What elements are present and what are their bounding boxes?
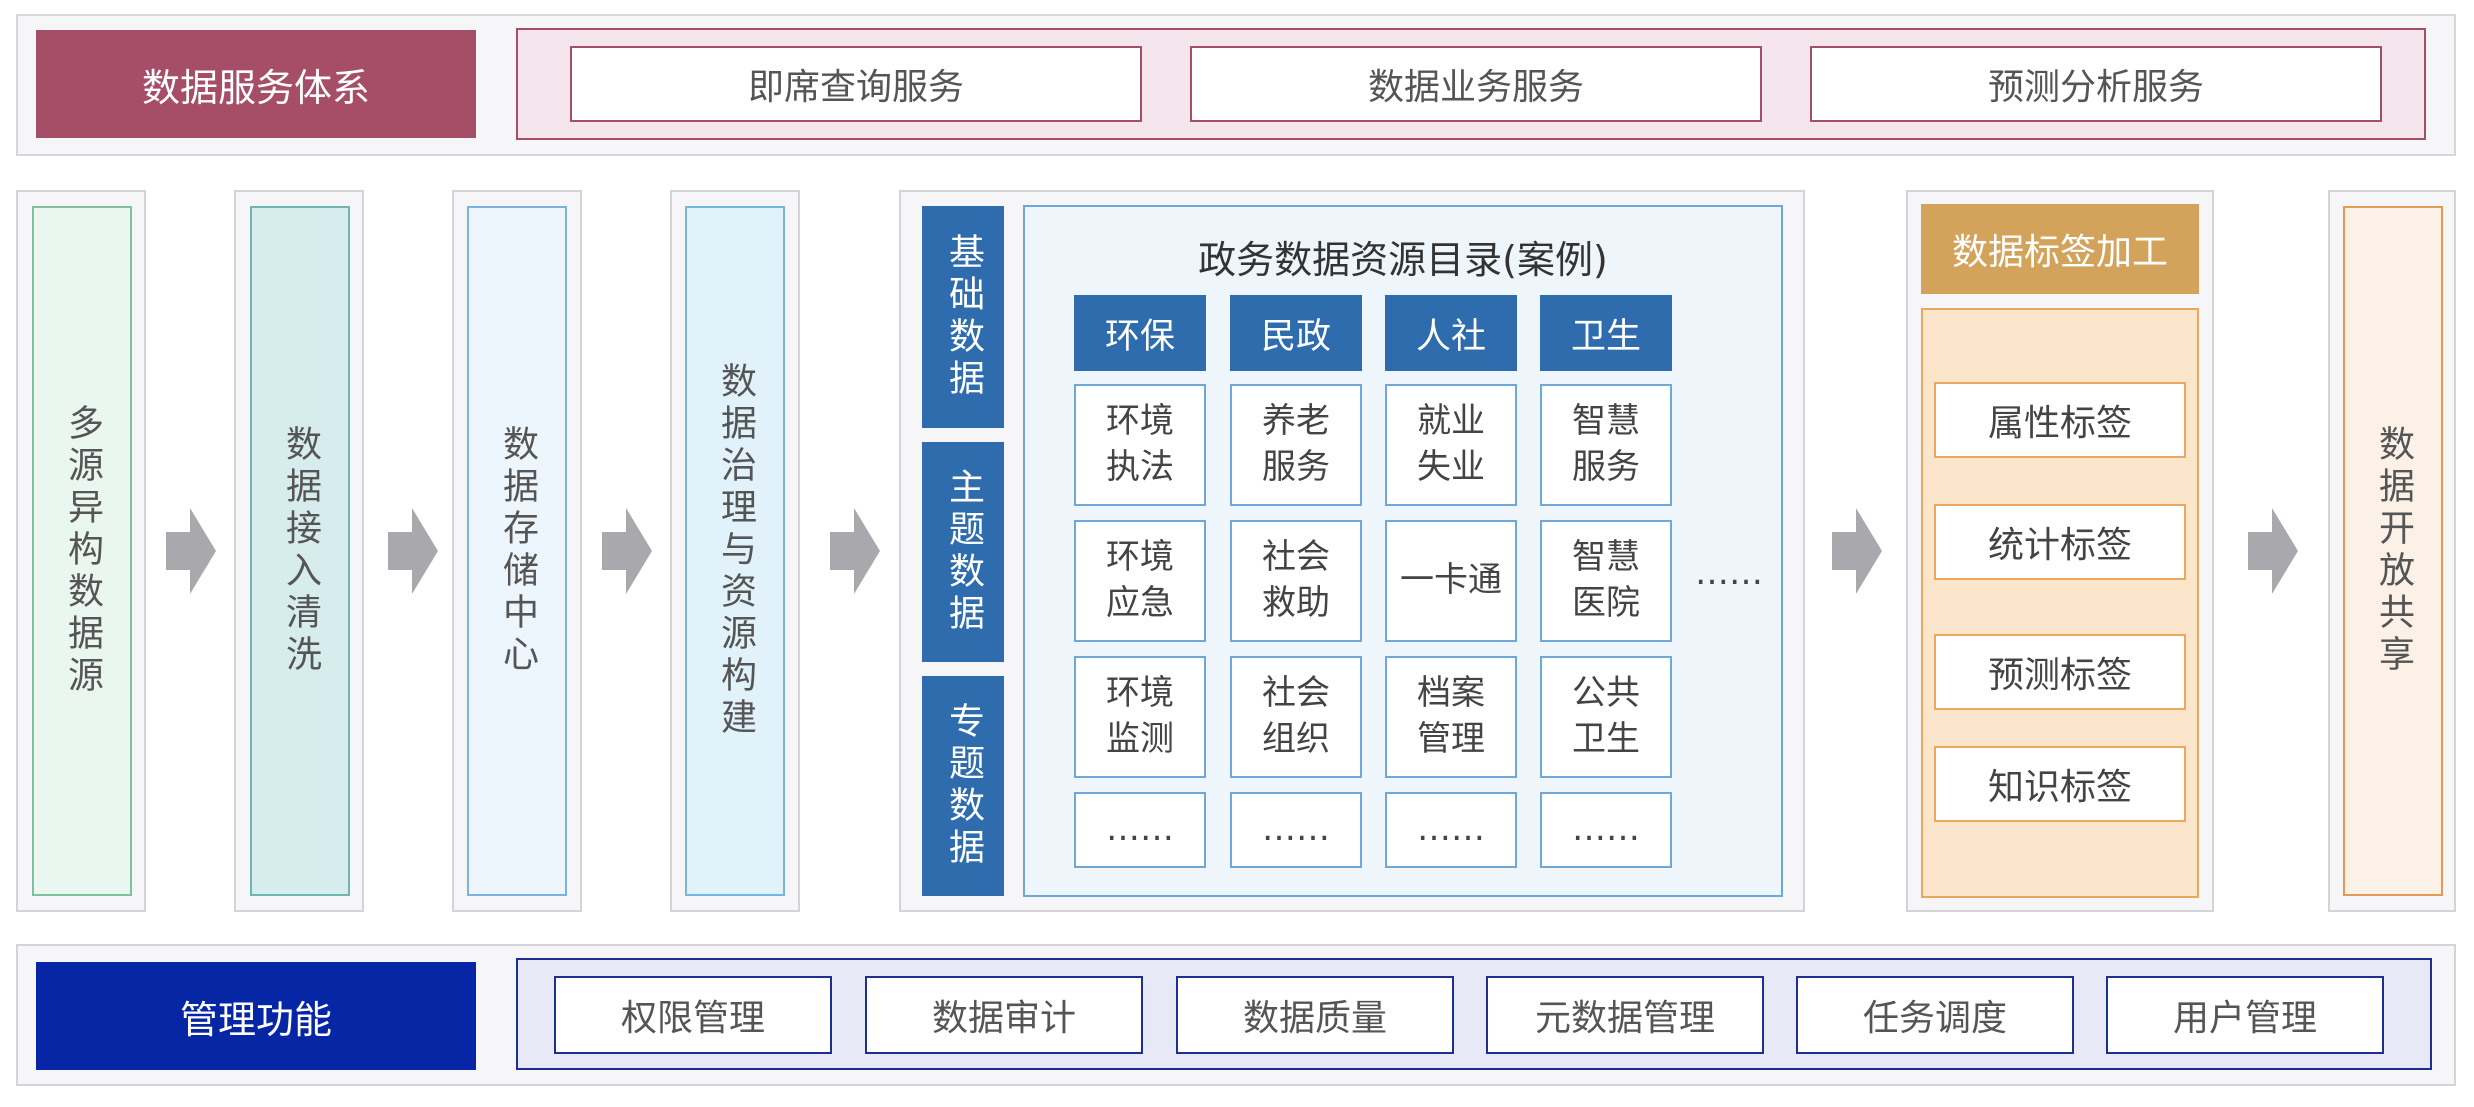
data-open-share: 数据开放共享 [2343, 206, 2443, 896]
mgmt-quality: 数据质量 [1176, 976, 1454, 1054]
catalog-cell: 一卡通 [1385, 520, 1517, 642]
catalog-cell-more: …… [1230, 792, 1362, 868]
mgmt-users: 用户管理 [2106, 976, 2384, 1054]
catalog-cell-more: …… [1074, 792, 1206, 868]
catalog-cell: 环境 执法 [1074, 384, 1206, 506]
data-governance-resource-building: 数据治理与资源构建 [685, 206, 785, 896]
catalog-cell-more: …… [1385, 792, 1517, 868]
catalog-head-human-resources: 人社 [1385, 295, 1517, 371]
catalog-cell: 档案 管理 [1385, 656, 1517, 778]
theme-data-tab: 主题数据 [922, 442, 1004, 662]
catalog-cell: 环境 监测 [1074, 656, 1206, 778]
tag-attribute: 属性标签 [1934, 382, 2186, 458]
catalog-cell: 社会 组织 [1230, 656, 1362, 778]
data-ingest-cleaning: 数据接入清洗 [250, 206, 350, 896]
tag-statistics: 统计标签 [1934, 504, 2186, 580]
catalog-head-environment: 环保 [1074, 295, 1206, 371]
catalog-head-health: 卫生 [1540, 295, 1672, 371]
flow-arrow-2-icon [388, 508, 438, 594]
catalog-cell: 环境 应急 [1074, 520, 1206, 642]
catalog-cell: 就业 失业 [1385, 384, 1517, 506]
service-system-title: 数据服务体系 [36, 30, 476, 138]
service-data-business: 数据业务服务 [1190, 46, 1762, 122]
catalog-cell: 社会 救助 [1230, 520, 1362, 642]
mgmt-scheduling: 任务调度 [1796, 976, 2074, 1054]
topic-data-tab: 专题数据 [922, 676, 1004, 896]
tag-knowledge: 知识标签 [1934, 746, 2186, 822]
multi-source-data: 多源异构数据源 [32, 206, 132, 896]
tag-processing-title: 数据标签加工 [1921, 204, 2199, 294]
catalog-cell-more: …… [1540, 792, 1672, 868]
flow-arrow-6-icon [2248, 508, 2298, 594]
catalog-more-ellipsis: …… [1695, 553, 1763, 593]
mgmt-audit: 数据审计 [865, 976, 1143, 1054]
management-title: 管理功能 [36, 962, 476, 1070]
catalog-cell: 养老 服务 [1230, 384, 1362, 506]
catalog-cell: 智慧 服务 [1540, 384, 1672, 506]
catalog-cell: 智慧 医院 [1540, 520, 1672, 642]
service-adhoc-query: 即席查询服务 [570, 46, 1142, 122]
catalog-head-civil-affairs: 民政 [1230, 295, 1362, 371]
flow-arrow-4-icon [830, 508, 880, 594]
flow-arrow-1-icon [166, 508, 216, 594]
basic-data-tab: 基础数据 [922, 206, 1004, 428]
catalog-cell: 公共 卫生 [1540, 656, 1672, 778]
catalog-title: 政务数据资源目录(案例) [1198, 237, 1608, 282]
tag-prediction: 预测标签 [1934, 634, 2186, 710]
mgmt-permissions: 权限管理 [554, 976, 832, 1054]
mgmt-metadata: 元数据管理 [1486, 976, 1764, 1054]
flow-arrow-3-icon [602, 508, 652, 594]
flow-arrow-5-icon [1832, 508, 1882, 594]
data-storage-center: 数据存储中心 [467, 206, 567, 896]
service-predictive-analysis: 预测分析服务 [1810, 46, 2382, 122]
